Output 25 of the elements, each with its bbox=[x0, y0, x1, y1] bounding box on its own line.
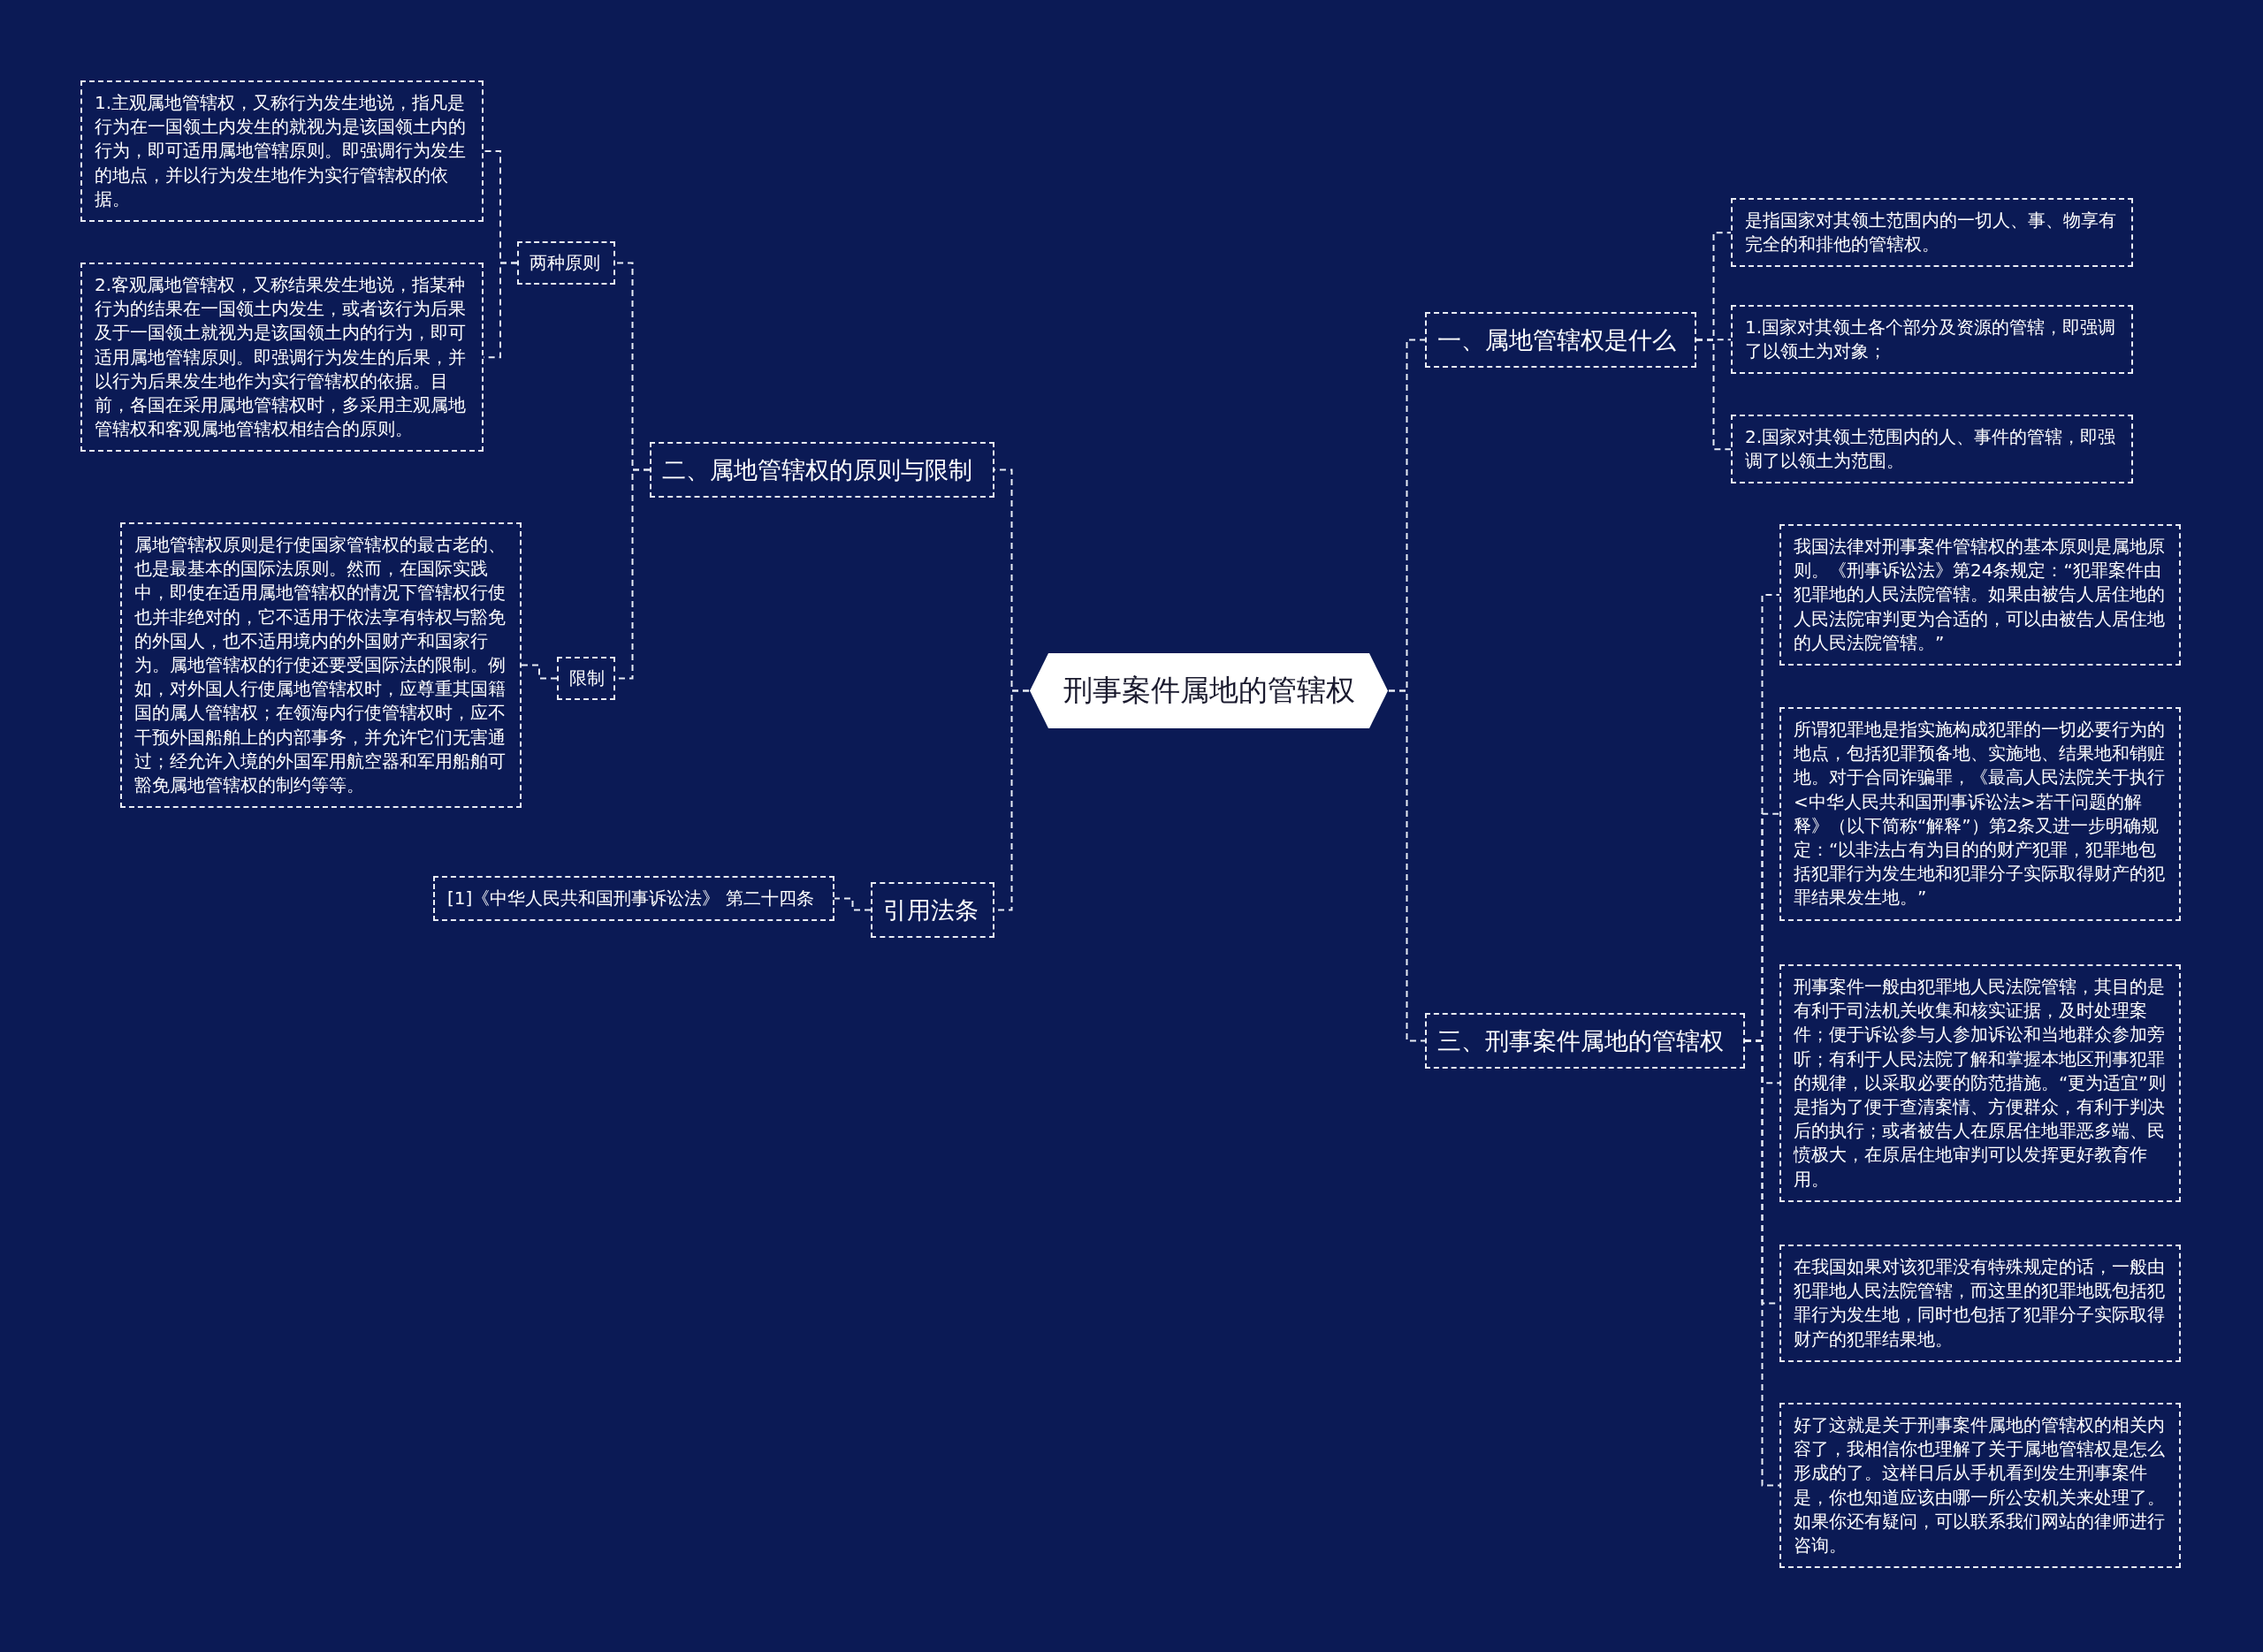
connector-line bbox=[834, 897, 872, 911]
text-card: 好了这就是关于刑事案件属地的管辖权的相关内容了，我相信你也理解了关于属地管辖权是怎么形成的了。这样日后从手机看到发生刑事案件是，你也知道应该由哪一所公安机关来处理了。如果你还有疑问，可以联系我们网站的律师进行咨询。 bbox=[1779, 1403, 2181, 1569]
topic-box: 二、属地管辖权的原则与限制 bbox=[650, 442, 994, 499]
text-card: 所谓犯罪地是指实施构成犯罪的一切必要行为的地点，包括犯罪预备地、实施地、结果地和销赃地。对于合同诈骗罪，《最高人民法院关于执行<中华人民共和国刑事诉讼法>若干问题的解释》（以下简称“解释”）第2条又进一步明确规定：“以非法占有为目的的财产犯罪，犯罪地包括犯罪行为发生地和犯罪分子实际取得财产的犯罪结果发生地。” bbox=[1779, 707, 2181, 921]
topic-box: 一、属地管辖权是什么 bbox=[1425, 312, 1696, 369]
text-card: 1.国家对其领土各个部分及资源的管辖，即强调了以领土为对象； bbox=[1731, 305, 2133, 375]
text-card: 属地管辖权原则是行使国家管辖权的最古老的、也是最基本的国际法原则。然而，在国际实践中，即使在适用属地管辖权的情况下管辖权行使也并非绝对的，它不适用于依法享有特权与豁免的外国人，也不适用境内的外国财产和国家行为。属地管辖权的行使还要受国际法的限制。例如，对外国人行使属地管辖权时，应尊重其国籍国的属人管辖权；在领海内行使管辖权时，应不干预外国船舶上的内部事务，并允许它们无害通过；经允许入境的外国军用航空器和军用船舶可豁免属地管辖权的制约等等。 bbox=[120, 522, 522, 809]
connector-line bbox=[1744, 1039, 1780, 1487]
text-card: 是指国家对其领土范围内的一切人、事、物享有完全的和排他的管辖权。 bbox=[1731, 198, 2133, 268]
connector-line bbox=[1388, 689, 1426, 1042]
text-card: 在我国如果对该犯罪没有特殊规定的话，一般由犯罪地人民法院管辖，而这里的犯罪地既包括犯罪行为发生地，同时也包括了犯罪分子实际取得财产的犯罪结果地。 bbox=[1779, 1245, 2181, 1362]
text-card: 我国法律对刑事案件管辖权的基本原则是属地原则。《刑事诉讼法》第24条规定：“犯罪案件由犯罪地的人民法院管辖。如果由被告人居住地的人民法院审判更为合适的，可以由被告人居住地的人民法院管辖。” bbox=[1779, 524, 2181, 666]
text-card: 2.客观属地管辖权，又称结果发生地说，指某种行为的结果在一国领土内发生，或者该行为后果及于一国领土就视为是该国领土内的行为，即可适用属地管辖原则。即强调行为发生的后果，并以行为后果发生地作为实行管辖权的依据。目前，各国在采用属地管辖权时，多采用主观属地管辖权和客观属地管辖权相结合的原则。 bbox=[80, 263, 484, 453]
text-card: 刑事案件一般由犯罪地人民法院管辖，其目的是有利于司法机关收集和核实证据，及时处理案件；便于诉讼参与人参加诉讼和当地群众参加旁听；有利于人民法院了解和掌握本地区刑事犯罪的规律，以采取必要的防范措施。“更为适宜”则是指为了便于查清案情、方便群众，有利于判决后的执行；或者被告人在原居住地罪恶多端、民愤极大，在原居住地审判可以发挥更好教育作用。 bbox=[1779, 964, 2181, 1202]
text-card: 1.主观属地管辖权，又称行为发生地说，指凡是行为在一国领土内发生的就视为是该国领土内的行为，即可适用属地管辖原则。即强调行为发生的地点，并以行为发生地作为实行管辖权的依据。 bbox=[80, 80, 484, 222]
connector-line bbox=[521, 664, 558, 680]
text-card: 2.国家对其领土范围内的人、事件的管辖，即强调了以领土为范围。 bbox=[1731, 415, 2133, 484]
subtopic-box: 限制 bbox=[557, 657, 615, 700]
topic-box: 三、刑事案件属地的管辖权 bbox=[1425, 1013, 1745, 1070]
connector-line bbox=[483, 262, 518, 359]
text-card: [1]《中华人民共和国刑事诉讼法》 第二十四条 bbox=[433, 876, 834, 922]
subtopic-box: 两种原则 bbox=[517, 241, 615, 285]
central-topic: 刑事案件属地的管辖权 bbox=[1029, 652, 1389, 729]
topic-box: 引用法条 bbox=[871, 882, 994, 939]
connector-line bbox=[1695, 339, 1732, 451]
